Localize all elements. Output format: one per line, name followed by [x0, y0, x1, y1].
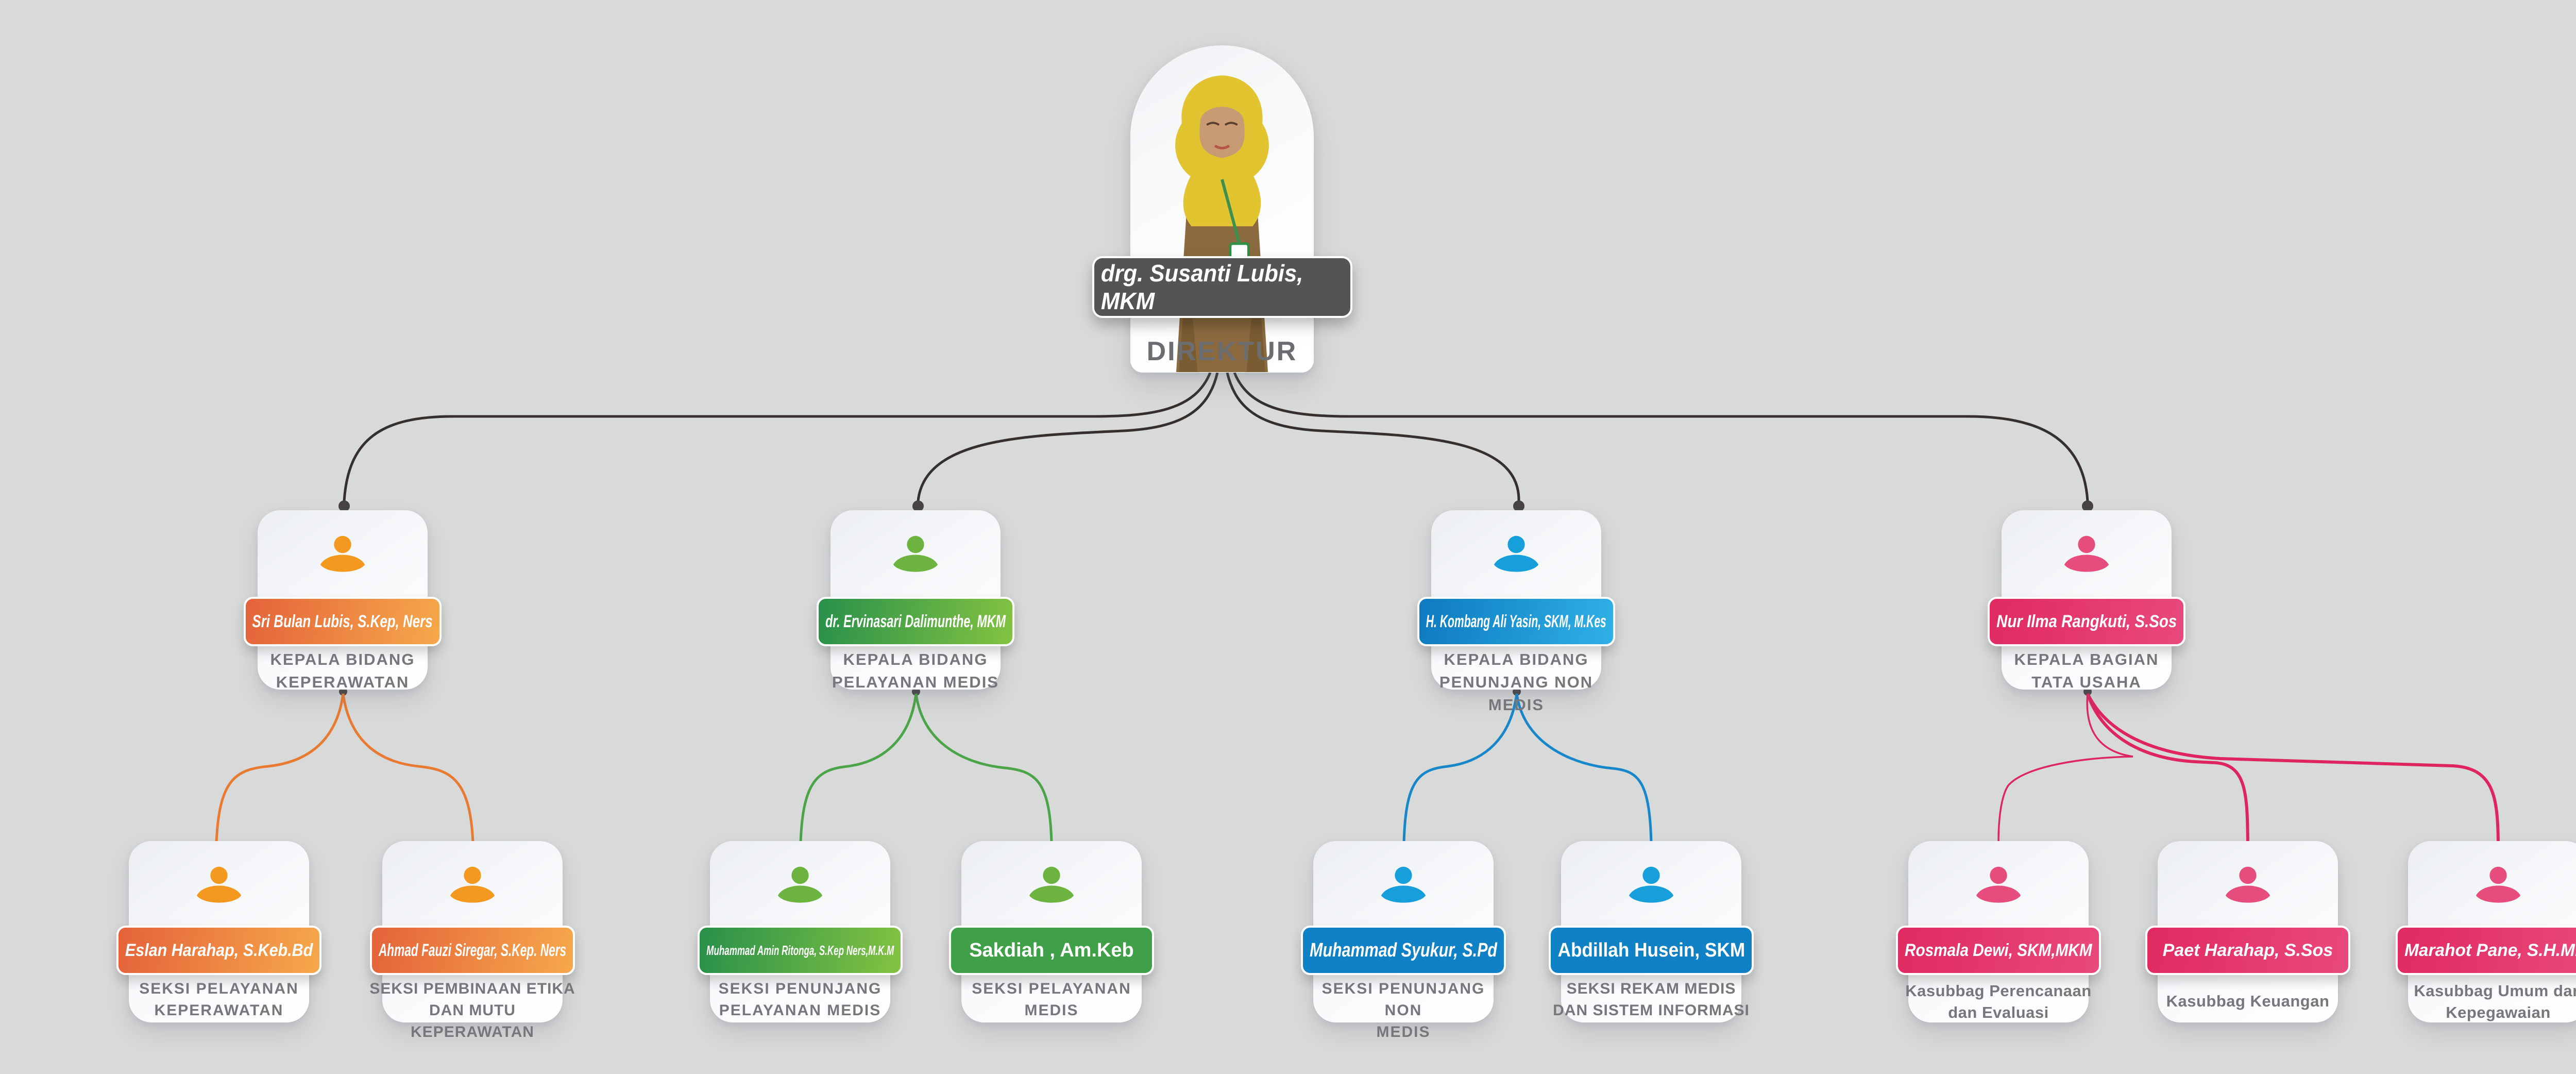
person-icon [2223, 862, 2273, 913]
person-icon [1378, 862, 1429, 913]
name-ribbon: Abdillah Husein, SKM [1549, 926, 1754, 975]
director-lips [1214, 144, 1230, 149]
person-icon [2473, 862, 2523, 913]
person-icon [890, 531, 941, 582]
position-title: Kasubbag Perencanaan dan Evaluasi [1905, 982, 2092, 1021]
badge-lanyard [1221, 179, 1241, 244]
position-title: SEKSI PEMBINAAN ETIKA DAN MUTU KEPERAWAT… [369, 980, 575, 1041]
position-title: SEKSI PENUNJANG PELAYANAN MEDIS [718, 980, 882, 1019]
person-name: Muhammad Syukur, S.Pd [1309, 939, 1498, 961]
name-ribbon: dr. Ervinasari Dalimunthe, MKM [817, 597, 1014, 646]
person-icon [1626, 862, 1676, 913]
director-name-ribbon: drg. Susanti Lubis, MKM [1092, 256, 1352, 318]
connector-pelayanan-amin [799, 693, 918, 844]
person-name: Sakdiah , Am.Keb [969, 939, 1134, 961]
person-name: Nur Ilma Rangkuti, S.Sos [1996, 611, 2177, 631]
person-name: Sri Bulan Lubis, S.Kep, Ners [252, 611, 433, 631]
person-name: Abdillah Husein, SKM [1557, 939, 1745, 961]
person-icon [1973, 862, 2024, 913]
connector-keperawatan-ahmad [342, 693, 474, 844]
director-eyes [1206, 122, 1238, 126]
person-icon [2061, 531, 2112, 582]
director-title: DIREKTUR [1146, 337, 1298, 366]
name-ribbon: H. Kombang Ali Yasin, SKM, M.Kes [1417, 597, 1615, 646]
person-name: Rosmala Dewi, SKM,MKM [1905, 940, 2092, 960]
position-title: KEPALA BAGIAN TATA USAHA [2014, 650, 2159, 691]
connector-tatausaha-paet [2086, 693, 2249, 844]
position-title: KEPALA BIDANG KEPERAWATAN [270, 650, 415, 691]
name-ribbon: Sakdiah , Am.Keb [949, 926, 1154, 975]
director-card [1130, 45, 1314, 373]
connector-penunjang-syukur [1402, 693, 1518, 844]
name-ribbon: Eslan Harahap, S.Keb.Bd [116, 926, 321, 975]
person-icon [317, 531, 368, 582]
director-face [1199, 107, 1245, 158]
name-ribbon: Marahot Pane, S.H.M.H [2396, 926, 2576, 975]
person-icon [1491, 531, 1541, 582]
person-name: Muhammad Amin Ritonga, S.Kep Ners,M.K.M [706, 942, 894, 958]
connector-director-penunjang-non-medis [1226, 372, 1520, 501]
person-name: H. Kombang Ali Yasin, SKM, M.Kes [1426, 611, 1607, 631]
position-title: SEKSI REKAM MEDIS DAN SISTEM INFORMASI [1553, 980, 1750, 1019]
connector-penunjang-abdillah [1515, 693, 1653, 844]
position-title: SEKSI PENUNJANG NON MEDIS [1321, 980, 1485, 1041]
person-icon [775, 862, 825, 913]
position-title: Kasubbag Keuangan [2166, 992, 2330, 1010]
person-name: Ahmad Fauzi Siregar, S.Kep. Ners [378, 940, 567, 960]
person-icon [194, 862, 244, 913]
connector-tatausaha-rosmala [1997, 693, 2133, 844]
connector-director-tata-usaha [1233, 372, 2089, 501]
name-ribbon: Paet Harahap, S.Sos [2145, 926, 2350, 975]
name-ribbon: Nur Ilma Rangkuti, S.Sos [1988, 597, 2185, 646]
position-title: SEKSI PELAYANAN KEPERAWATAN [139, 980, 299, 1019]
person-icon [447, 862, 498, 913]
name-ribbon: Muhammad Syukur, S.Pd [1301, 926, 1506, 975]
position-title: KEPALA BIDANG PENUNJANG NON MEDIS [1439, 650, 1594, 714]
name-ribbon: Rosmala Dewi, SKM,MKM [1896, 926, 2101, 975]
connector-director-keperawatan [343, 372, 1212, 501]
name-ribbon: Sri Bulan Lubis, S.Kep, Ners [244, 597, 442, 646]
connector-dots [338, 500, 2093, 696]
connector-keperawatan-eslan [215, 693, 345, 844]
position-title: KEPALA BIDANG PELAYANAN MEDIS [832, 650, 999, 691]
name-ribbon: Muhammad Amin Ritonga, S.Kep Ners,M.K.M [698, 926, 903, 975]
connector-director-pelayanan-medis [917, 372, 1219, 501]
person-name: Paet Harahap, S.Sos [2162, 940, 2333, 960]
person-name: dr. Ervinasari Dalimunthe, MKM [825, 611, 1006, 631]
position-title: SEKSI PELAYANAN MEDIS [972, 980, 1131, 1019]
connector-tatausaha-marahot [2086, 693, 2500, 844]
name-ribbon: Ahmad Fauzi Siregar, S.Kep. Ners [370, 926, 575, 975]
person-icon [1026, 862, 1077, 913]
connector-pelayanan-sakdiah [914, 693, 1053, 844]
person-name: Marahot Pane, S.H.M.H [2404, 940, 2576, 960]
director-name: drg. Susanti Lubis, MKM [1100, 260, 1303, 314]
position-title: Kasubbag Umum dan Kepegawaian [2414, 982, 2576, 1021]
director-photo [1175, 75, 1269, 372]
person-name: Eslan Harahap, S.Keb.Bd [125, 940, 313, 960]
